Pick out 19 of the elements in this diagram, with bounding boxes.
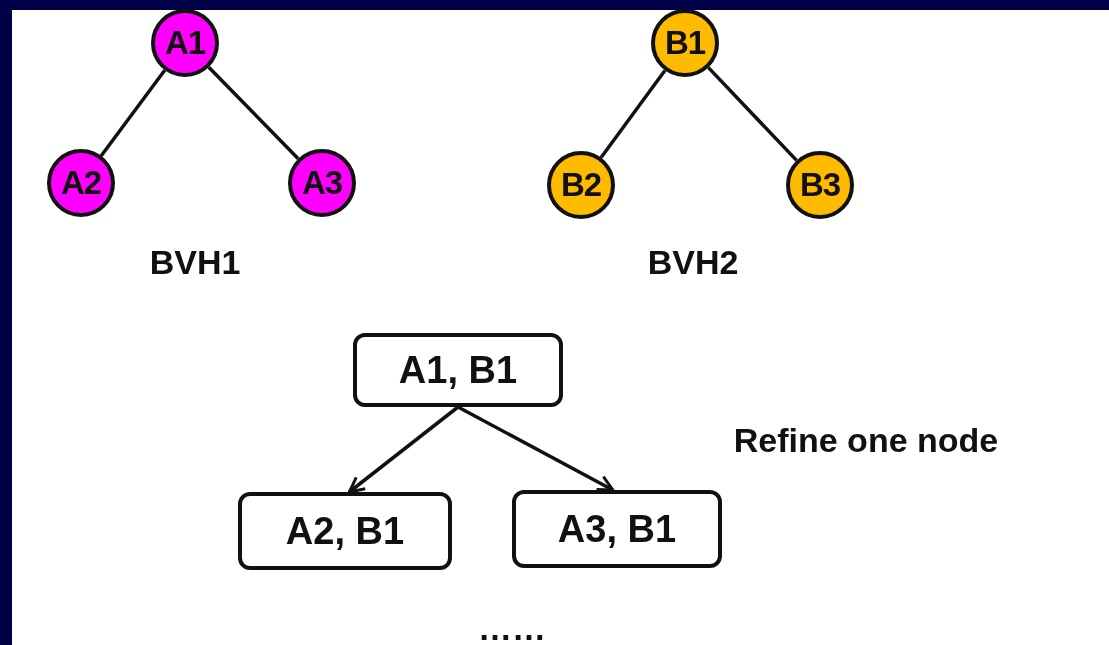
arrow <box>457 405 615 492</box>
tree-node-circle: A1 <box>151 9 219 77</box>
node-pair-box: A3, B1 <box>512 490 722 568</box>
arrow <box>347 405 460 494</box>
tree-line <box>99 69 167 157</box>
caption-text: Refine one node <box>733 420 999 460</box>
node-pair-box: A2, B1 <box>238 492 452 570</box>
tree-node-circle: B1 <box>651 9 719 77</box>
tree-line <box>707 66 798 162</box>
node-pair-box: A1, B1 <box>353 333 563 407</box>
caption-text: BVH1 <box>149 242 241 282</box>
tree-line <box>599 69 667 159</box>
tree-node-circle: B2 <box>547 151 615 219</box>
caption-text: BVH2 <box>647 242 739 282</box>
tree-node-circle: A2 <box>47 149 115 217</box>
tree-line <box>207 66 300 160</box>
tree-node-circle: A3 <box>288 149 356 217</box>
tree-node-circle: B3 <box>786 151 854 219</box>
caption-text: …… <box>478 608 546 645</box>
